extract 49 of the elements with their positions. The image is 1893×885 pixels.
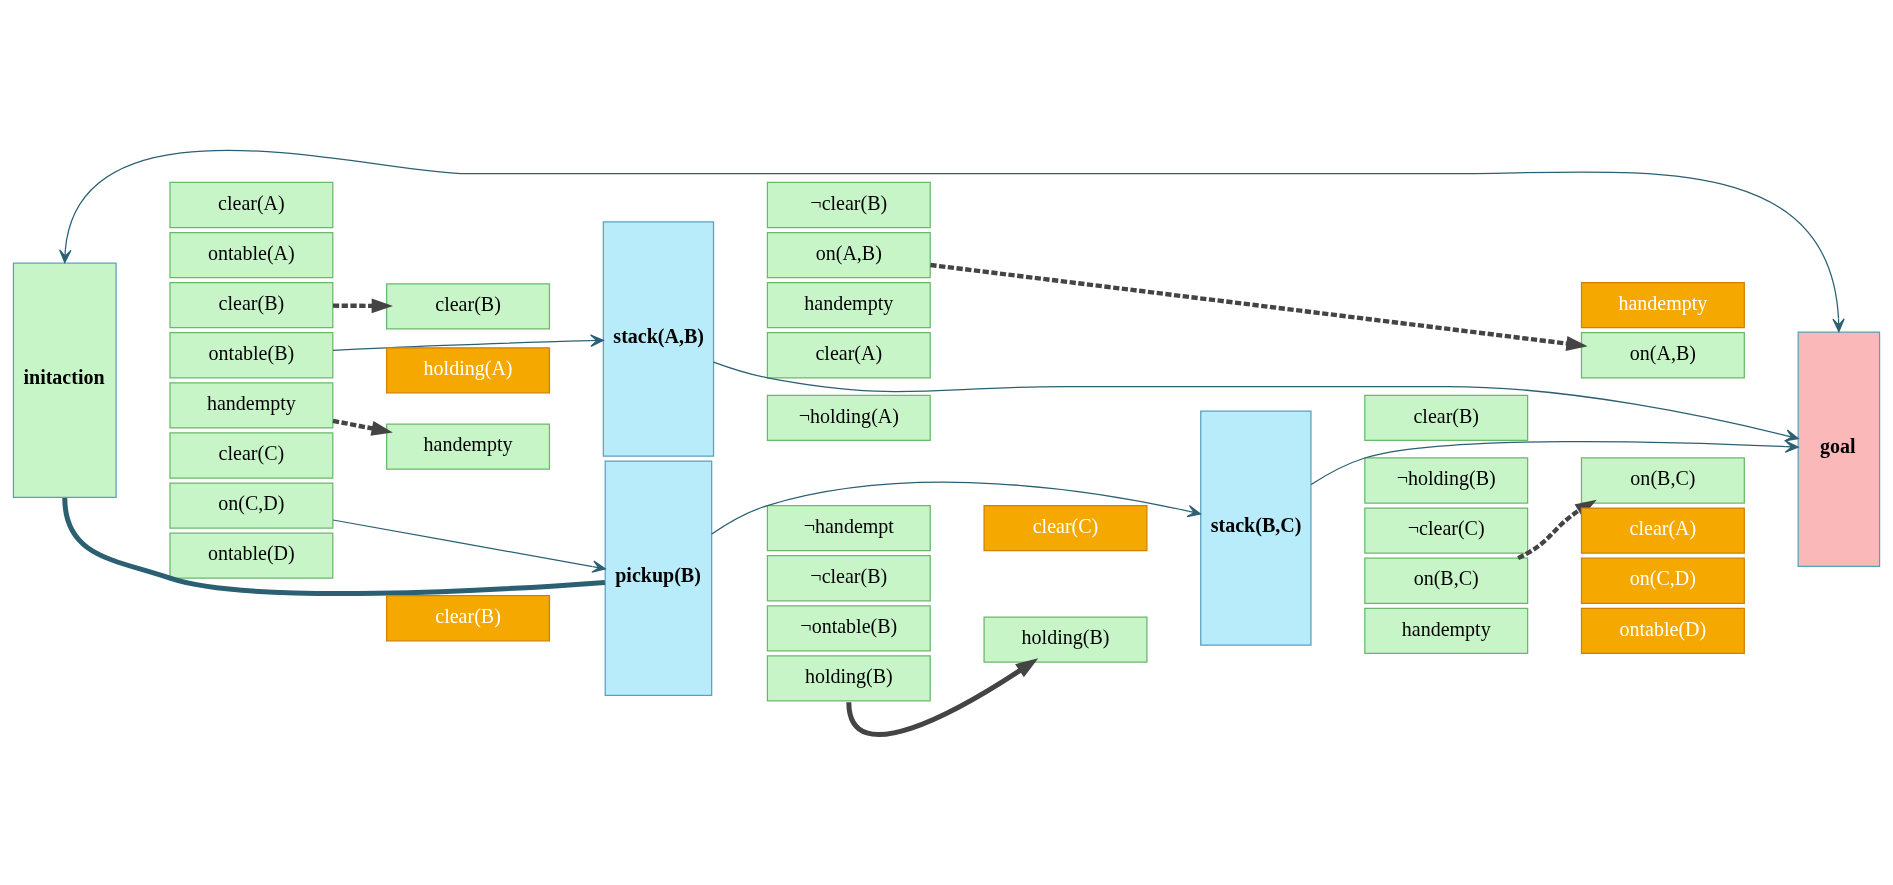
node-box: pickup(B)	[604, 460, 713, 696]
arrow	[332, 519, 606, 573]
node-box: goal	[1797, 331, 1881, 567]
node-box: clear(B)	[1364, 394, 1529, 442]
node-box: stack(B,C)	[1200, 410, 1312, 646]
node-box: on(B,C)	[1364, 557, 1529, 604]
node-box: handempty	[386, 423, 551, 470]
node-box: on(B,C)	[1580, 457, 1745, 504]
node-box: ¬ontable(B)	[766, 605, 931, 652]
node-box: holding(A)	[386, 347, 551, 394]
node-box: handempty	[1364, 607, 1529, 654]
connector	[62, 497, 606, 597]
arrow	[711, 481, 1202, 535]
node-box: clear(C)	[983, 504, 1148, 552]
node-box: ¬holding(B)	[1364, 457, 1529, 504]
node-box: clear(B)	[386, 283, 551, 330]
node-box: handempty	[1580, 282, 1745, 329]
arrow	[59, 149, 1845, 333]
node-box: ¬clear(C)	[1364, 507, 1529, 554]
node-box: clear(B)	[386, 595, 551, 642]
arrow	[1310, 440, 1799, 486]
node-box: stack(A,B)	[602, 221, 715, 457]
node-box: on(C,D)	[1580, 557, 1745, 604]
node-box: holding(B)	[766, 655, 931, 702]
node-box: on(A,B)	[1580, 332, 1745, 379]
node-box: ¬clear(B)	[766, 181, 931, 229]
node-box: initaction	[12, 262, 117, 499]
node-box: ¬handempt	[766, 504, 931, 552]
arrow	[712, 361, 1799, 442]
arrow	[333, 298, 393, 314]
node-box: ¬holding(A)	[766, 394, 931, 442]
node-box: clear(A)	[1580, 507, 1745, 554]
node-box: ontable(A)	[169, 231, 334, 279]
node-box: handempty	[169, 382, 334, 429]
node-box: handempty	[766, 282, 931, 329]
arrow	[332, 334, 604, 352]
arrow	[930, 262, 1588, 351]
node-box: on(A,B)	[766, 231, 931, 279]
node-box: clear(C)	[169, 432, 334, 479]
node-box: holding(B)	[983, 616, 1148, 663]
node-box: clear(B)	[169, 282, 334, 329]
node-box: clear(A)	[169, 181, 334, 229]
node-box: clear(A)	[766, 332, 931, 379]
node-box: ontable(B)	[169, 332, 334, 379]
node-box: ontable(D)	[1580, 607, 1745, 654]
node-box: ¬clear(B)	[766, 555, 931, 602]
node-box: on(C,D)	[169, 482, 334, 529]
node-box: ontable(D)	[169, 532, 334, 579]
arrow	[332, 418, 393, 436]
